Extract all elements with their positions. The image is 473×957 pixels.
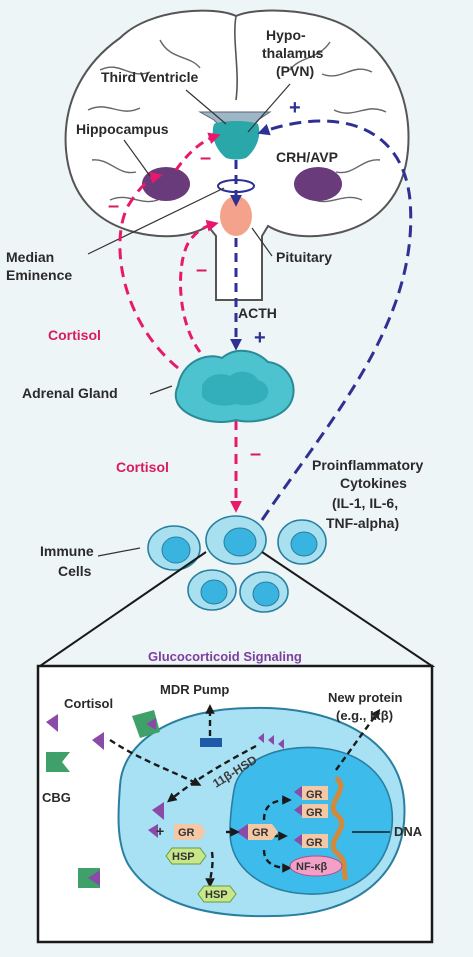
cytokines-label-4: TNF-alpha) xyxy=(326,515,399,531)
cortisol-molecules xyxy=(46,714,284,840)
gr-dimer-label-1: GR xyxy=(306,789,323,801)
immune-cell xyxy=(187,569,237,611)
cbg-protein xyxy=(46,752,70,772)
cytokines-label-2: Cytokines xyxy=(340,475,407,491)
acth-label: ACTH xyxy=(238,305,277,321)
gr-tether-label: GR xyxy=(306,837,323,849)
dna-strand xyxy=(330,776,349,882)
immune-cell xyxy=(239,571,289,613)
cbg-cortisol-complex xyxy=(132,710,160,738)
cortisol-triangle xyxy=(148,824,158,838)
leader-lines xyxy=(87,83,291,557)
cortisol-triangle xyxy=(152,802,164,820)
cortisol-pituitary-arrow xyxy=(179,219,219,353)
cbg-cortisol-complex xyxy=(78,868,100,888)
nfkb-label: NF-κβ xyxy=(296,861,327,873)
cortisol-signal-label: Cortisol xyxy=(64,696,113,711)
signaling-arrows xyxy=(109,704,381,888)
mdr-pump xyxy=(200,738,222,747)
pituitary-gland xyxy=(220,196,252,236)
free-hsp: HSP xyxy=(197,885,237,903)
gr-dimer-label-2: GR xyxy=(306,807,323,819)
cbg-label: CBG xyxy=(42,790,71,805)
hypothalamus-label-3: (PVN) xyxy=(276,63,314,79)
brain xyxy=(64,9,410,301)
cortisol-triangle xyxy=(46,714,58,732)
minus-sign-immune: – xyxy=(250,443,261,465)
minus-sign-hypothalamus: – xyxy=(200,147,211,169)
cortisol-lower-label: Cortisol xyxy=(116,459,169,475)
hsp-label: HSP xyxy=(172,851,195,863)
cytokines-label-1: Proinflammatory xyxy=(312,457,423,473)
pituitary-label: Pituitary xyxy=(276,249,332,265)
hippocampus-hypothalamus-arrow xyxy=(174,132,221,171)
immune-cell xyxy=(205,515,267,565)
hippocampus-label: Hippocampus xyxy=(76,121,169,137)
crh-avp-label: CRH/AVP xyxy=(276,149,338,165)
hsp-free-label: HSP xyxy=(205,889,228,901)
median-eminence-label-2: Eminence xyxy=(6,267,72,283)
hypothalamus-label-1: Hypo- xyxy=(266,27,306,43)
cortisol-triangle xyxy=(236,824,248,840)
hippocampus-right xyxy=(294,167,342,201)
cbg-molecules xyxy=(46,710,160,888)
immune-cells-label-2: Cells xyxy=(58,563,92,579)
cytokines-label-3: (IL-1, IL-6, xyxy=(332,495,398,511)
third-ventricle-label: Third Ventricle xyxy=(101,69,198,85)
binding-plus-sign: + xyxy=(156,823,164,839)
minus-sign-pituitary: – xyxy=(196,259,207,281)
cortisol-triangle xyxy=(268,735,274,745)
adrenal-gland-label: Adrenal Gland xyxy=(22,385,118,401)
cytokine-arrow xyxy=(257,119,413,521)
cortisol-triangle xyxy=(92,732,104,750)
new-protein-label-2: (e.g., Iκβ) xyxy=(336,708,393,723)
adrenal-gland xyxy=(174,349,295,424)
mdr-pump-label: MDR Pump xyxy=(160,682,229,697)
minus-sign-hippocampus: – xyxy=(108,195,119,217)
cortisol-triangle xyxy=(278,739,284,749)
immune-cells-label-1: Immune xyxy=(40,543,94,559)
gr-label: GR xyxy=(178,827,195,839)
median-eminence-label-1: Median xyxy=(6,249,54,265)
gr-dimer: GR GR xyxy=(294,786,328,819)
new-protein-label-1: New protein xyxy=(328,690,402,705)
brain-midline xyxy=(234,15,238,101)
plus-sign-acth: + xyxy=(254,327,266,349)
gr-hsp-complex: GR HSP xyxy=(165,824,207,865)
immune-cell xyxy=(277,519,327,565)
hypothalamus-label-2: thalamus xyxy=(262,45,324,61)
cortisol-triangle xyxy=(258,733,264,743)
hypothalamus-pvn xyxy=(212,121,260,160)
cortisol-upper-label: Cortisol xyxy=(48,327,101,343)
gr-nfkb-complex: GR NF-κβ xyxy=(289,834,343,877)
cortisol-hippocampus-arrow xyxy=(118,171,179,370)
immune-cells xyxy=(147,515,327,613)
hippocampus-left xyxy=(142,167,190,201)
gr-nucleus-label: GR xyxy=(252,827,269,839)
dna-label: DNA xyxy=(394,824,423,839)
signaling-title: Glucocorticoid Signaling xyxy=(148,649,302,664)
gr-nuclear-entry: GR xyxy=(248,824,278,840)
immune-cell xyxy=(147,525,201,571)
plus-sign-hypothalamus: + xyxy=(289,97,301,119)
